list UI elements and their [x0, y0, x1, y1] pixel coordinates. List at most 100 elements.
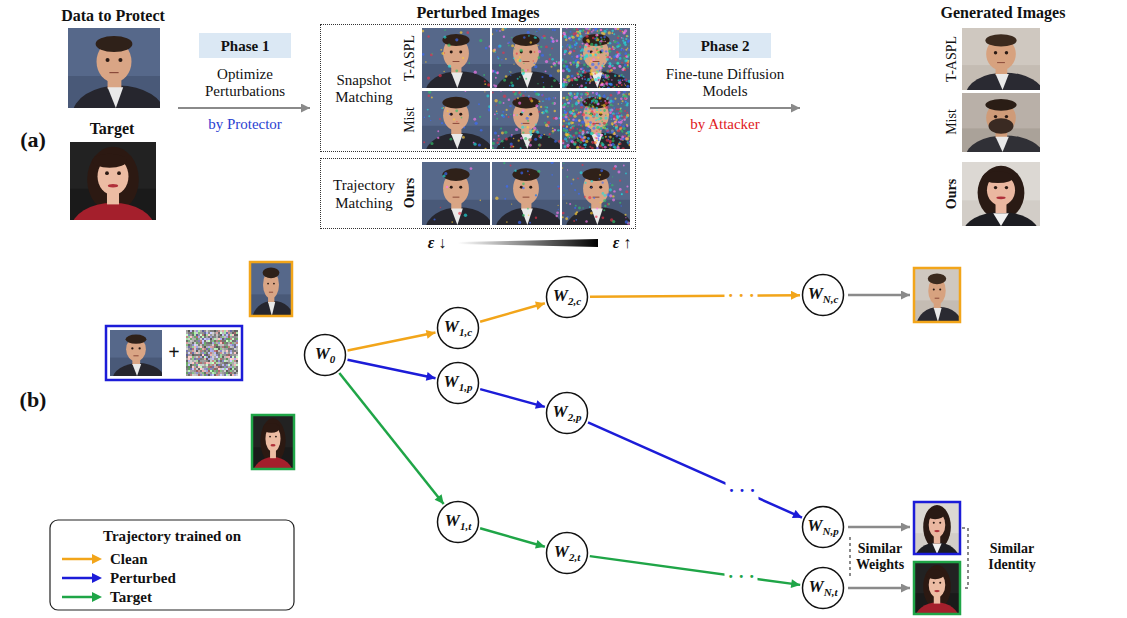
face-photo [250, 262, 292, 316]
weight-subscript: 0 [330, 353, 336, 365]
weight-node: WN,t [801, 566, 845, 610]
method-name: Mist [402, 107, 418, 133]
output-arrow [848, 587, 910, 590]
budget-label: ε ↓ [428, 234, 447, 252]
face-photo [962, 162, 1040, 226]
weight-node: W1,t [436, 500, 480, 544]
weight-symbol: W [315, 344, 330, 363]
weight-subscript: 1,p [459, 381, 473, 393]
face-photo [68, 28, 160, 108]
continuation-dots: · · · [726, 482, 759, 500]
similarity-bracket [849, 537, 851, 578]
step-description: Fine-tune Diffusion Models [665, 66, 785, 101]
continuation-dots: · · · [725, 568, 758, 586]
phase-title: Phase 2 [701, 38, 750, 54]
image-frame [914, 268, 960, 322]
weight-node: W0 [303, 333, 347, 377]
column-heading: Generated Images [941, 4, 1066, 22]
legend-arrow [62, 553, 102, 565]
group-title: Snapshot Matching [327, 72, 401, 107]
face-photo [422, 91, 490, 149]
legend-text: Perturbed [110, 570, 176, 587]
trajectory-arrow [339, 373, 443, 504]
method-name: Mist [944, 109, 960, 135]
phase-box: Phase 1 [199, 33, 291, 58]
weight-node: WN,p [801, 505, 845, 549]
similarity-note: Similar Identity [981, 541, 1043, 573]
trajectory-arrow [590, 556, 800, 585]
panel-letter: (b) [20, 387, 47, 412]
method-group: Snapshot Matching [320, 24, 636, 152]
trajectory-arrow [588, 422, 802, 517]
method-name: T-ASPL [402, 35, 418, 81]
face-photo [492, 28, 560, 88]
face-photo [562, 28, 630, 88]
weight-symbol: W [809, 577, 824, 596]
weight-subscript: 1,t [460, 520, 471, 532]
legend-entry: Perturbed [62, 570, 176, 587]
actor-note: by Attacker [690, 116, 760, 133]
legend-arrow [62, 591, 102, 603]
weight-symbol: W [807, 516, 822, 535]
actor-note: by Protector [208, 116, 282, 133]
step-description: Optimize Perturbations [186, 66, 304, 101]
weight-symbol: W [553, 286, 568, 305]
face-photo [914, 268, 960, 322]
trajectory-arrow [348, 360, 436, 379]
weight-node: W1,p [436, 361, 480, 405]
phase-title: Phase 1 [221, 38, 270, 54]
legend-arrow [62, 572, 102, 584]
face-photo [914, 562, 960, 614]
weight-subscript: 2,t [569, 551, 580, 563]
face-photo [70, 142, 156, 220]
legend-text: Target [110, 589, 152, 606]
legend-text: Clean [110, 551, 148, 568]
budget-label: ε ↑ [613, 234, 632, 252]
method-name: Ours [944, 179, 960, 209]
weight-symbol: W [553, 402, 568, 421]
weight-symbol: W [554, 542, 569, 561]
group-title: Trajectory Matching [327, 177, 401, 212]
column-heading: Perturbed Images [416, 4, 539, 22]
method-group: Trajectory Matching [320, 158, 636, 229]
image-heading: Data to Protect [61, 7, 165, 25]
phase-arrow [650, 107, 800, 109]
continuation-dots: · · · [725, 287, 758, 305]
image-heading: Target [90, 120, 135, 138]
phase-arrow [178, 107, 310, 109]
method-name: Ours [402, 178, 418, 208]
plus-sign: + [168, 341, 179, 364]
epsilon-scale [458, 239, 598, 247]
weight-subscript: 1,c [459, 326, 472, 338]
noise-pattern [186, 330, 238, 376]
weight-subscript: 2,c [568, 295, 581, 307]
trajectory-arrow [480, 528, 545, 546]
legend-entry: Target [62, 589, 152, 606]
weight-node: W2,p [545, 391, 589, 435]
method-name: T-ASPL [944, 36, 960, 82]
image-frame [914, 502, 960, 554]
output-arrow [848, 526, 910, 529]
image-frame [252, 415, 294, 469]
image-frame [914, 562, 960, 614]
trajectory-arrow [480, 303, 545, 321]
face-photo [914, 502, 960, 554]
weight-node: WN,c [801, 273, 845, 317]
face-photo [110, 330, 162, 376]
face-photo [252, 415, 294, 469]
face-photo [962, 93, 1040, 152]
weight-subscript: N,p [822, 525, 838, 537]
weight-subscript: N,c [823, 293, 839, 305]
weight-symbol: W [445, 511, 460, 530]
weight-node: W2,c [545, 275, 589, 319]
phase-box: Phase 2 [679, 33, 771, 58]
output-arrow [848, 294, 910, 297]
face-photo [562, 162, 630, 225]
legend-box [50, 520, 294, 610]
weight-symbol: W [808, 284, 823, 303]
trajectory-arrow [480, 389, 545, 407]
face-photo [962, 28, 1040, 90]
face-photo [492, 91, 560, 149]
legend-title: Trajectory trained on [103, 528, 241, 545]
